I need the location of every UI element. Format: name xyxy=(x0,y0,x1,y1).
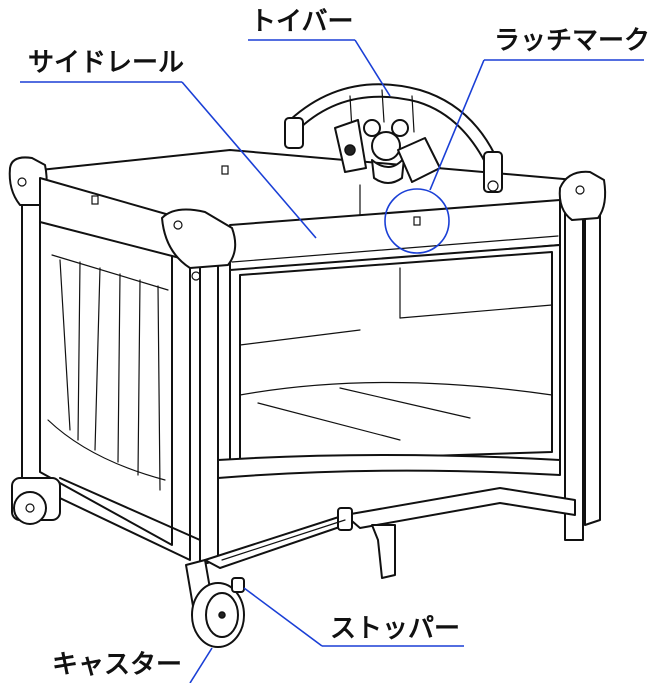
leader-lines xyxy=(20,39,644,684)
base-frame xyxy=(59,477,576,579)
caster-label: キャスター xyxy=(52,650,183,680)
toy-bar-label: トイバー xyxy=(250,7,354,37)
back-frame xyxy=(39,149,601,541)
front-panel xyxy=(39,165,607,566)
front-caster xyxy=(185,559,245,648)
stopper-label: ストッパー xyxy=(330,614,461,644)
toy-bar xyxy=(284,83,503,193)
side-rail-label: サイドレール xyxy=(28,48,185,78)
latch-mark-label: ラッチマーク xyxy=(494,26,649,56)
